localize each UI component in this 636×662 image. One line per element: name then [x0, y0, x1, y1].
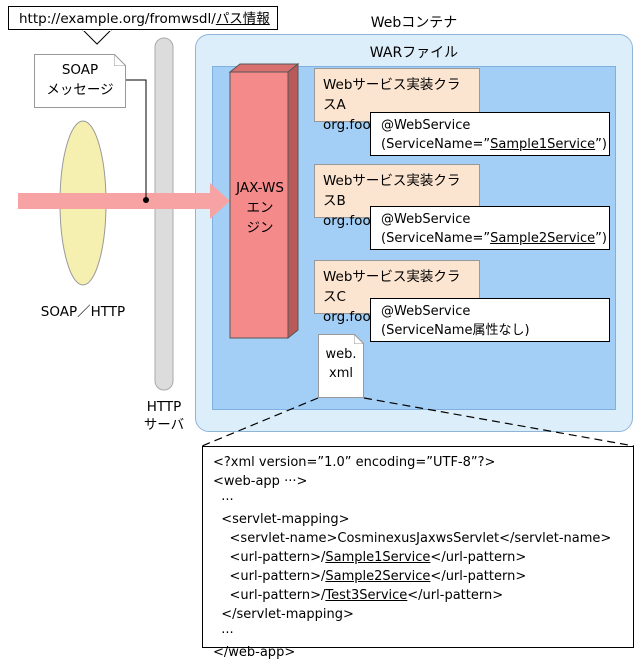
xml-servlet-mapping-close: </servlet-mapping> [213, 607, 354, 622]
web-xml-file: web. xml [318, 334, 364, 398]
xml-web-app-open: <web-app ···> [213, 474, 308, 489]
note-fold [114, 54, 126, 66]
url-prefix: http://example.org/fromwsdl/ [19, 11, 216, 27]
http-server-pillar [154, 37, 174, 391]
http-server-label: HTTP サーバ [136, 398, 192, 434]
annotation-a-name: @WebService [381, 118, 471, 133]
annotation-c-name: @WebService [381, 304, 471, 319]
soap-message-line1: SOAP [61, 62, 99, 78]
web-xml-file-line2: xml [329, 366, 353, 381]
url-callout: http://example.org/fromwsdl/パス情報 [8, 6, 278, 30]
web-xml-file-line1: web. [325, 347, 357, 362]
zoom-line-right [363, 397, 635, 447]
jaxws-engine-top [228, 63, 300, 73]
war-file-label: WARファイル [369, 45, 459, 61]
annotation-b-param-prefix: (ServiceName=” [381, 231, 491, 246]
annotation-c-param: (ServiceName属性なし) [381, 323, 530, 338]
url-pattern-2-suffix: </url-pattern> [430, 569, 527, 584]
web-container-label: Webコンテナ [370, 15, 458, 31]
url-pattern-3-suffix: </url-pattern> [407, 588, 504, 603]
xml-url-pattern: <url-pattern>/Sample2Service</url-patter… [213, 567, 623, 586]
soap-http-label: SOAP／HTTP [40, 304, 126, 320]
url-pattern-2-name: Sample2Service [325, 569, 431, 584]
request-arrow [18, 183, 230, 219]
service-name-b: Sample2Service [490, 231, 596, 246]
annotation-a-param: (ServiceName=”Sample1Service”) [381, 135, 607, 154]
jaxws-engine-side [287, 62, 299, 340]
xml-servlet-mapping-open: <servlet-mapping> [213, 512, 350, 527]
url-pattern-3-prefix: <url-pattern>/ [213, 588, 326, 603]
url-pattern-1-prefix: <url-pattern>/ [213, 550, 326, 565]
url-pattern-2-prefix: <url-pattern>/ [213, 569, 326, 584]
web-xml-fold [354, 334, 364, 344]
jaxws-engine-front [229, 71, 289, 339]
web-xml-content: <?xml version=”1.0” encoding=”UTF-8”?> <… [202, 446, 634, 660]
soap-message-connector-dot [143, 197, 149, 203]
xml-url-pattern: <url-pattern>/Sample1Service</url-patter… [213, 548, 623, 567]
xml-url-pattern: <url-pattern>/Test3Service</url-pattern> [213, 586, 623, 605]
xml-web-app-close: </web-app> [213, 645, 296, 660]
xml-ellipsis: ··· [213, 493, 234, 508]
jaxws-label-line1: JAX-WS [236, 180, 284, 196]
http-server-label-line2: サーバ [143, 417, 185, 433]
soap-message-note: SOAP メッセージ [34, 54, 126, 108]
annotation-a-param-suffix: ”) [595, 137, 607, 152]
xml-servlet-name: <servlet-name>CosminexusJaxwsServlet</se… [213, 531, 612, 546]
url-pattern-1-suffix: </url-pattern> [430, 550, 527, 565]
service-name-a: Sample1Service [490, 137, 596, 152]
impl-class-b-title: Webサービス実装クラスB [323, 173, 461, 209]
jaxws-engine-label: JAX-WS エン ジン [232, 178, 288, 238]
url-pattern-3-name: Test3Service [325, 588, 408, 603]
jaxws-label-line3: ジン [246, 220, 274, 236]
url-pattern-1-name: Sample1Service [325, 550, 431, 565]
soap-message-line2: メッセージ [46, 82, 114, 98]
zoom-line-left [201, 397, 319, 447]
impl-class-a-title: Webサービス実装クラスA [323, 77, 461, 113]
annotation-b-name: @WebService [381, 212, 471, 227]
annotation-b-param-suffix: ”) [595, 231, 607, 246]
annotation-b: @WebService (ServiceName=”Sample2Service… [370, 206, 610, 250]
http-server-label-line1: HTTP [146, 399, 182, 415]
url-path-info: パス情報 [215, 11, 270, 27]
soap-message-connector [126, 79, 147, 200]
annotation-a: @WebService (ServiceName=”Sample1Service… [370, 112, 610, 156]
xml-decl: <?xml version=”1.0” encoding=”UTF-8”?> [213, 455, 496, 470]
impl-class-c-title: Webサービス実装クラスC [323, 269, 461, 305]
jaxws-label-line2: エン [246, 200, 274, 216]
xml-ellipsis: ··· [213, 626, 234, 641]
annotation-c: @WebService (ServiceName属性なし) [370, 298, 610, 342]
annotation-a-param-prefix: (ServiceName=” [381, 137, 491, 152]
annotation-b-param: (ServiceName=”Sample2Service”) [381, 229, 607, 248]
